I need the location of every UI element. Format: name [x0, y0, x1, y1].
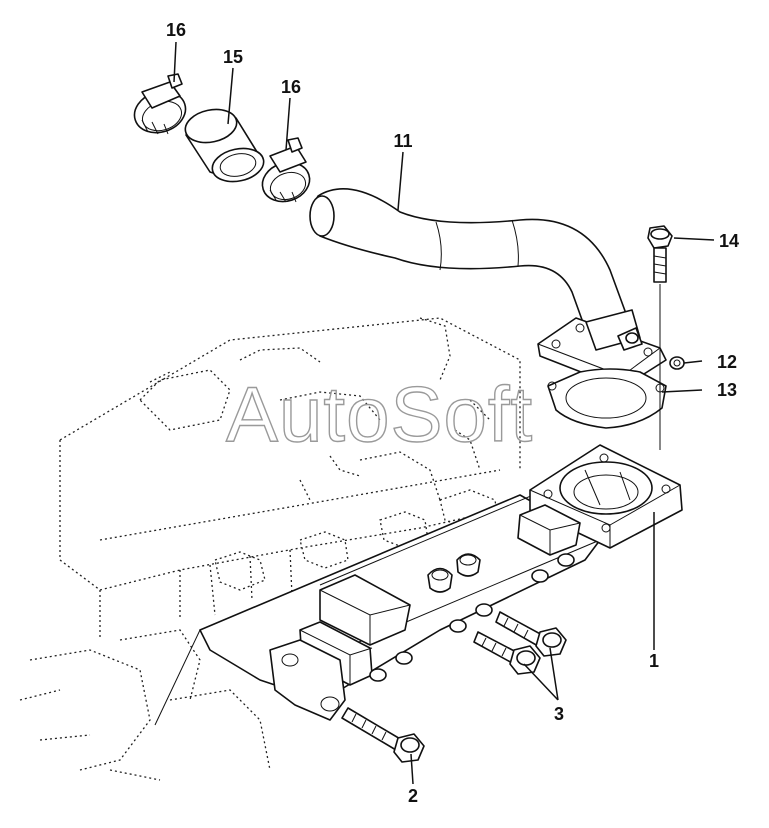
callout-1: 1 — [649, 651, 659, 671]
callout-12: 12 — [717, 352, 737, 372]
part-16-clamp-left — [133, 73, 187, 135]
engine-block-phantom — [19, 317, 521, 781]
watermark-text: AutoSoft — [226, 370, 533, 458]
callout-13: 13 — [717, 380, 737, 400]
part-2-bolt — [341, 707, 425, 763]
callout-15: 15 — [223, 47, 243, 67]
part-11-pipe — [309, 188, 667, 389]
callout-3: 3 — [554, 704, 564, 724]
part-13-gasket — [547, 368, 667, 429]
part-1-manifold — [154, 444, 683, 726]
part-15-sleeve — [184, 108, 265, 183]
leader-lines — [173, 41, 715, 785]
part-14-bolt — [647, 225, 673, 450]
callout-16-right: 16 — [281, 77, 301, 97]
part-12-plug — [669, 356, 685, 370]
callout-2: 2 — [408, 786, 418, 806]
callout-14: 14 — [719, 231, 739, 251]
part-3-bolts — [473, 611, 567, 675]
callout-11: 11 — [393, 131, 412, 151]
callout-16-left: 16 — [166, 20, 186, 40]
part-16-clamp-right — [261, 137, 311, 203]
callout-labels: 16 15 16 11 14 12 13 1 3 2 — [166, 20, 739, 806]
